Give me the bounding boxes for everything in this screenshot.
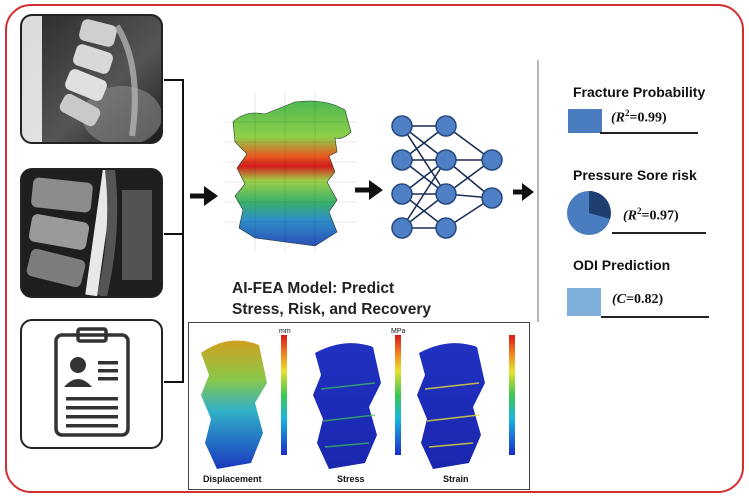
vertical-divider bbox=[537, 60, 539, 322]
strain-label: Strain bbox=[443, 474, 469, 484]
patient-record-card bbox=[20, 319, 163, 449]
nn-node bbox=[391, 149, 413, 171]
stress-model bbox=[313, 343, 381, 469]
fracture-swatch bbox=[568, 109, 602, 133]
model-title: AI-FEA Model: Predict Stress, Risk, and … bbox=[232, 278, 492, 320]
fracture-underline bbox=[600, 132, 698, 134]
fracture-title: Fracture Probability bbox=[573, 84, 706, 100]
odi-underline bbox=[601, 316, 709, 318]
displacement-unit: mm bbox=[279, 328, 291, 335]
nn-node bbox=[435, 183, 457, 205]
displacement-label: Displacement bbox=[203, 474, 262, 484]
pressure-value: (R2=0.97) bbox=[623, 206, 679, 224]
strain-colorbar bbox=[509, 335, 515, 455]
spine-3d-model bbox=[225, 92, 357, 252]
xray-image bbox=[20, 14, 163, 144]
stress-label: Stress bbox=[337, 474, 365, 484]
nn-node bbox=[391, 183, 413, 205]
model-title-line-1: AI-FEA Model: Predict bbox=[232, 280, 395, 297]
pressure-underline bbox=[612, 232, 706, 234]
nn-node bbox=[391, 217, 413, 239]
stress-unit: MPa bbox=[391, 328, 406, 335]
clipboard-icon bbox=[54, 333, 130, 437]
odi-value: (C=0.82) bbox=[612, 292, 664, 307]
pressure-title: Pressure Sore risk bbox=[573, 167, 697, 183]
fracture-value: (R2=0.99) bbox=[611, 108, 667, 126]
fea-results-panel: mm MPa Displacement Stress Strain bbox=[188, 322, 530, 490]
nn-node bbox=[435, 217, 457, 239]
neural-network-diagram bbox=[391, 115, 503, 239]
nn-node bbox=[435, 149, 457, 171]
pressure-pie-icon bbox=[567, 191, 611, 235]
nn-node bbox=[391, 115, 413, 137]
odi-swatch bbox=[567, 288, 601, 316]
odi-title: ODI Prediction bbox=[573, 257, 671, 273]
strain-model bbox=[417, 343, 485, 469]
mri-image bbox=[20, 168, 163, 298]
stress-colorbar bbox=[395, 335, 401, 455]
displacement-model bbox=[201, 340, 267, 469]
nn-node bbox=[435, 115, 457, 137]
displacement-colorbar bbox=[281, 335, 287, 455]
nn-node bbox=[481, 149, 503, 171]
model-title-line-2: Stress, Risk, and Recovery bbox=[232, 301, 432, 318]
nn-node bbox=[481, 187, 503, 209]
